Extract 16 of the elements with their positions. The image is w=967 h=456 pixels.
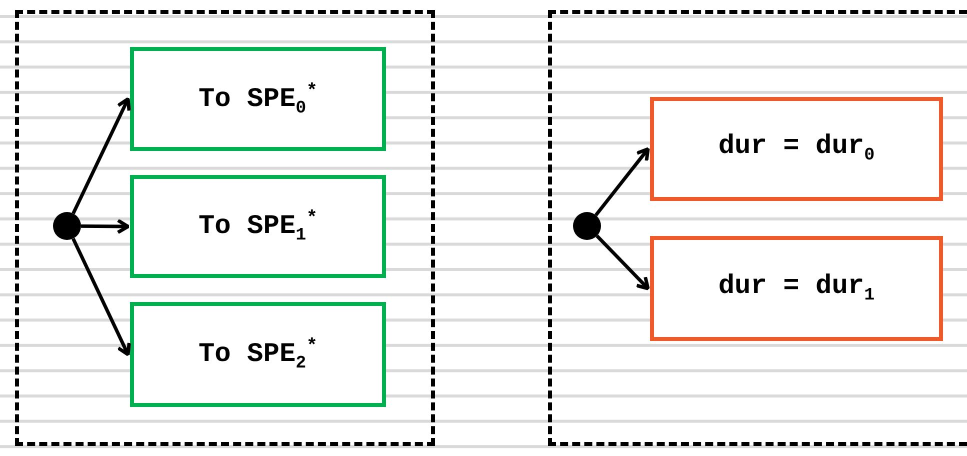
- arrow: [80, 218, 130, 234]
- text-box: [650, 97, 943, 201]
- dashed-group-frame: [15, 10, 435, 446]
- text-box: [130, 175, 386, 278]
- text-box: [130, 47, 386, 151]
- arrow: [72, 238, 131, 356]
- arrow: [594, 147, 650, 216]
- box-label: dur = dur$_{0}$: [718, 132, 875, 166]
- junction-dot: [53, 212, 81, 240]
- dashed-group-frame: [548, 10, 967, 446]
- text-box: [650, 236, 943, 341]
- arrow: [596, 234, 650, 290]
- arrow: [72, 97, 131, 214]
- junction-dot: [573, 212, 601, 240]
- text-box: [130, 302, 386, 407]
- box-label: dur = dur$_{1}$: [718, 272, 875, 306]
